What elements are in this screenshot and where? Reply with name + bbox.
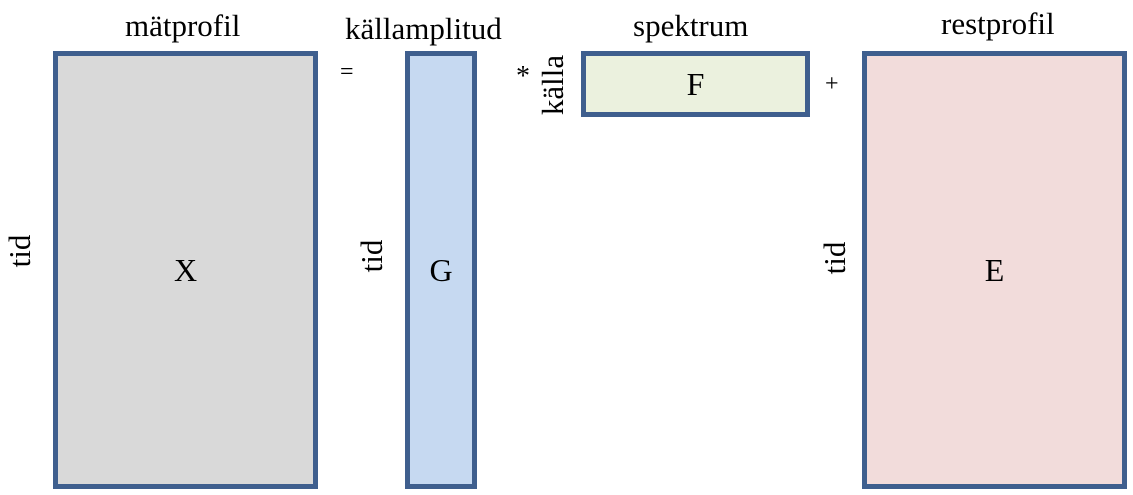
matrix-e-row-label: tid [817, 241, 852, 275]
matrix-f-row-label: källa [535, 54, 570, 116]
matrix-x-row-label: tid [2, 234, 37, 268]
matrix-x-title: mätprofil [125, 8, 241, 43]
matrix-e-box: E [862, 51, 1127, 489]
matrix-f-letter: F [686, 66, 705, 102]
matrix-e-title: restprofil [941, 6, 1055, 41]
matrix-g-letter: G [429, 252, 453, 288]
matrix-g-title: källamplitud [345, 11, 502, 46]
matrix-f-title: spektrum [633, 8, 749, 43]
plus-sign: + [825, 71, 839, 97]
equals-sign: = [340, 59, 354, 85]
matrix-f-box: F [581, 51, 810, 117]
matrix-x-box: X [53, 51, 318, 489]
matrix-g-row-label: tid [354, 239, 389, 273]
multiply-sign: * [516, 61, 530, 92]
matrix-x-letter: X [173, 252, 198, 288]
matrix-g-box: G [405, 51, 477, 489]
matrix-e-letter: E [984, 252, 1005, 288]
